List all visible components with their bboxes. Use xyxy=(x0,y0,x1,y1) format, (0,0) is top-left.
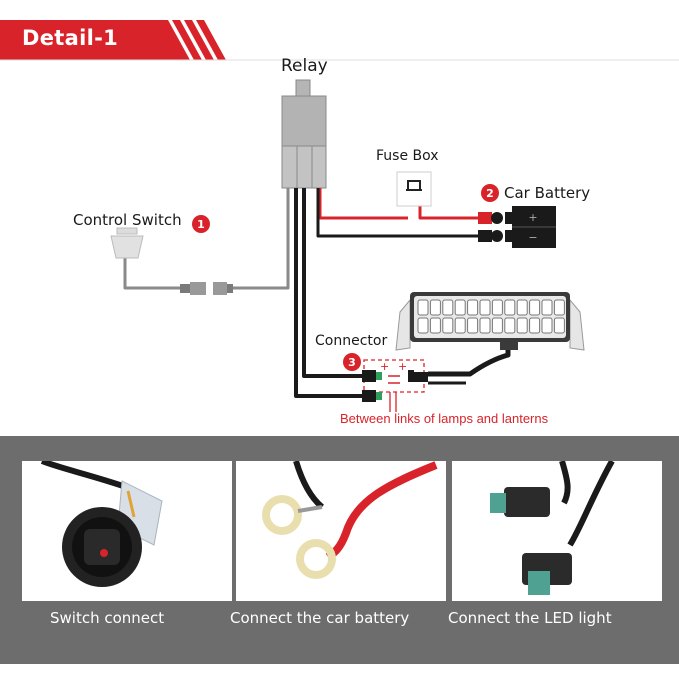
battery-clamps xyxy=(478,212,503,242)
led-cell xyxy=(553,317,565,334)
caption-switch-connect: Switch connect xyxy=(50,609,165,627)
badge-3: 3 xyxy=(343,353,361,371)
led-cell xyxy=(467,317,479,334)
light-bar-icon xyxy=(395,292,585,351)
led-cell xyxy=(454,299,466,316)
badge-1: 1 xyxy=(192,215,210,233)
badge-1-text: 1 xyxy=(197,218,205,231)
led-cell xyxy=(541,299,553,316)
photo-led-light xyxy=(452,461,662,601)
led-cell xyxy=(442,317,454,334)
badge-3-text: 3 xyxy=(348,356,356,369)
relay-icon xyxy=(281,79,327,189)
led-cell xyxy=(467,299,479,316)
led-cell xyxy=(479,317,491,334)
led-cell xyxy=(553,299,565,316)
led-cell xyxy=(491,317,503,334)
car-battery-label: Car Battery xyxy=(504,184,591,202)
led-cell xyxy=(417,317,429,334)
led-cell xyxy=(479,299,491,316)
header-title: Detail-1 xyxy=(22,26,119,50)
badge-2: 2 xyxy=(481,184,499,202)
led-cell xyxy=(504,317,516,334)
between-links-label: Between links of lamps and lanterns xyxy=(340,411,549,426)
relay-label: Relay xyxy=(281,56,328,76)
dt-connector-icon xyxy=(490,461,615,595)
battery-positive: + xyxy=(528,211,537,224)
connector-icon: + + xyxy=(362,359,428,412)
control-switch-icon xyxy=(110,227,144,259)
ring-terminal-icon xyxy=(262,461,438,579)
photo-car-battery xyxy=(236,461,446,601)
control-switch-label: Control Switch xyxy=(73,211,182,229)
led-cell xyxy=(429,299,441,316)
caption-car-battery: Connect the car battery xyxy=(230,609,410,627)
battery-negative: − xyxy=(528,231,537,244)
wires xyxy=(123,188,511,398)
header-banner xyxy=(0,20,226,60)
led-cell xyxy=(516,317,528,334)
led-cell xyxy=(454,317,466,334)
led-cell xyxy=(417,299,429,316)
badge-2-text: 2 xyxy=(486,187,494,200)
led-cell xyxy=(442,299,454,316)
photo-switch-connect xyxy=(22,461,232,601)
connector-label: Connector xyxy=(315,333,388,349)
led-cell xyxy=(504,299,516,316)
connector-sign-1: + xyxy=(380,360,389,373)
connector-sign-2: + xyxy=(398,360,407,373)
led-cell xyxy=(541,317,553,334)
fuse-box-label: Fuse Box xyxy=(376,148,439,164)
rocker-switch-icon xyxy=(40,461,163,587)
led-cell xyxy=(516,299,528,316)
caption-led-light: Connect the LED light xyxy=(448,609,612,627)
battery-icon xyxy=(505,206,556,248)
fuse-box-icon xyxy=(396,171,432,207)
led-cell xyxy=(491,299,503,316)
switch-plug xyxy=(180,282,233,295)
led-cell xyxy=(529,317,541,334)
led-cell xyxy=(429,317,441,334)
led-cell xyxy=(529,299,541,316)
